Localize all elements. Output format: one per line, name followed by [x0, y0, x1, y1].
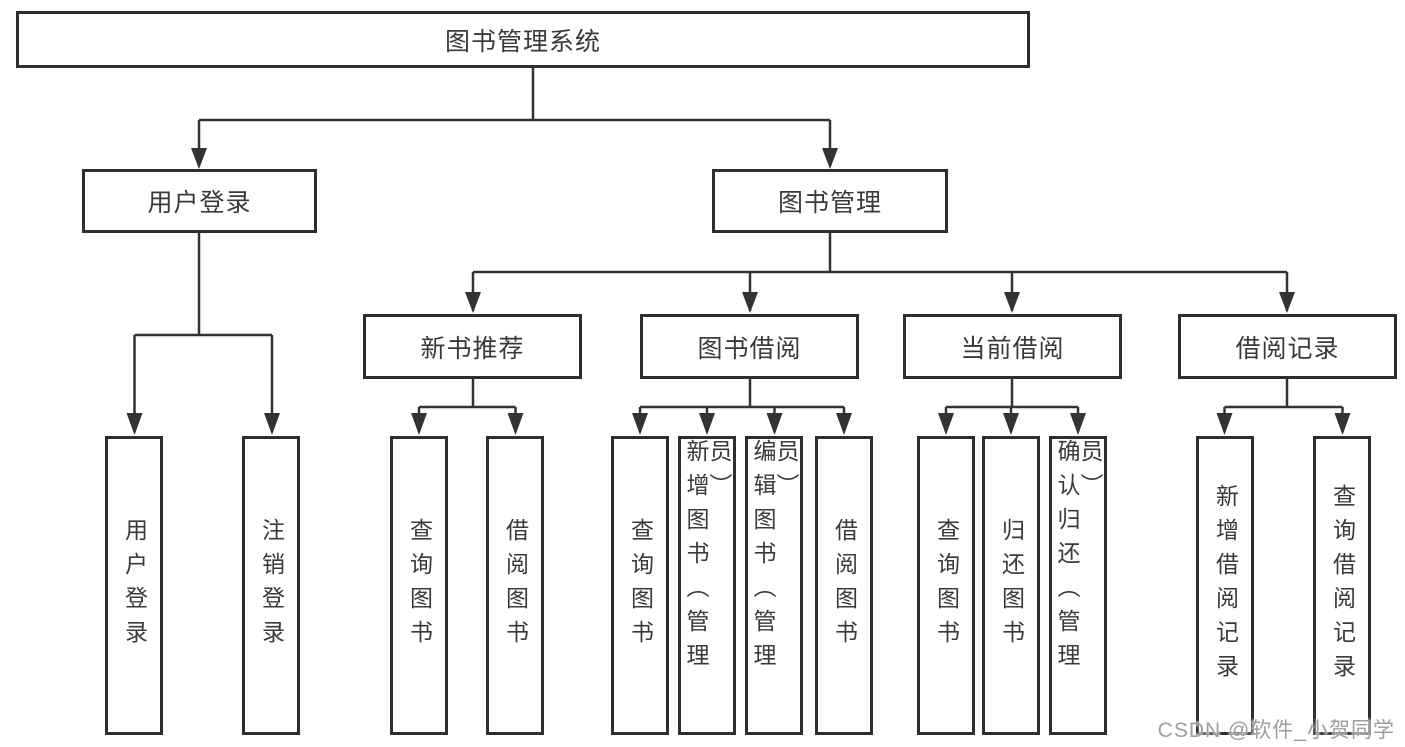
leaf-return-books: 归还图书 [982, 436, 1040, 735]
connector-user-login-to-leaves [133, 233, 274, 432]
node-label: 新增借阅记录 [1212, 483, 1239, 688]
node-label: 查询图书 [933, 517, 960, 654]
node-label: 查询图书 [627, 517, 654, 654]
node-user-login: 用户登录 [82, 169, 317, 233]
node-label: 注销登录 [258, 517, 285, 654]
node-label: 借阅图书 [502, 517, 529, 654]
leaf-add-books-admin: 新增图书（管理员） [678, 436, 736, 735]
node-label: 确认归还（管理员） [1054, 439, 1103, 677]
leaf-query-borrow-record: 查询借阅记录 [1313, 436, 1371, 735]
node-label: 查询图书 [406, 517, 433, 654]
leaf-edit-books-admin: 编辑图书（管理员） [745, 436, 803, 735]
leaf-borrow-books-recommend: 借阅图书 [486, 436, 544, 735]
leaf-borrow-books: 借阅图书 [815, 436, 873, 735]
csdn-watermark: CSDN @软件_小贺同学 [1157, 719, 1395, 742]
node-new-book-recommend: 新书推荐 [363, 314, 582, 379]
leaf-query-books-recommend: 查询图书 [390, 436, 448, 735]
connector-root-to-level2 [197, 68, 832, 166]
leaf-add-borrow-record: 新增借阅记录 [1196, 436, 1254, 735]
node-label: 查询借阅记录 [1329, 483, 1356, 688]
node-label: 归还图书 [998, 517, 1025, 654]
node-book-borrow: 图书借阅 [640, 314, 859, 379]
leaf-query-books-borrow: 查询图书 [611, 436, 669, 735]
node-current-borrow: 当前借阅 [903, 314, 1122, 379]
node-borrow-records: 借阅记录 [1178, 314, 1397, 379]
node-label: 新增图书（管理员） [683, 439, 732, 677]
node-book-management: 图书管理 [712, 169, 948, 233]
connector-borrow-records-to-leaves [1223, 379, 1344, 432]
connector-book-management-to-level3 [471, 233, 1289, 311]
leaf-logout: 注销登录 [242, 436, 300, 735]
node-label: 编辑图书（管理员） [750, 439, 799, 677]
leaf-user-login: 用户登录 [105, 436, 163, 735]
connector-book-borrow-to-leaves [638, 379, 846, 432]
connector-new-book-recommend-to-leaves [417, 379, 517, 432]
leaf-query-books-current: 查询图书 [917, 436, 975, 735]
node-label: 用户登录 [121, 517, 148, 654]
leaf-confirm-return-admin: 确认归还（管理员） [1049, 436, 1107, 735]
node-library-management-system: 图书管理系统 [16, 11, 1030, 68]
node-label: 借阅图书 [831, 517, 858, 654]
